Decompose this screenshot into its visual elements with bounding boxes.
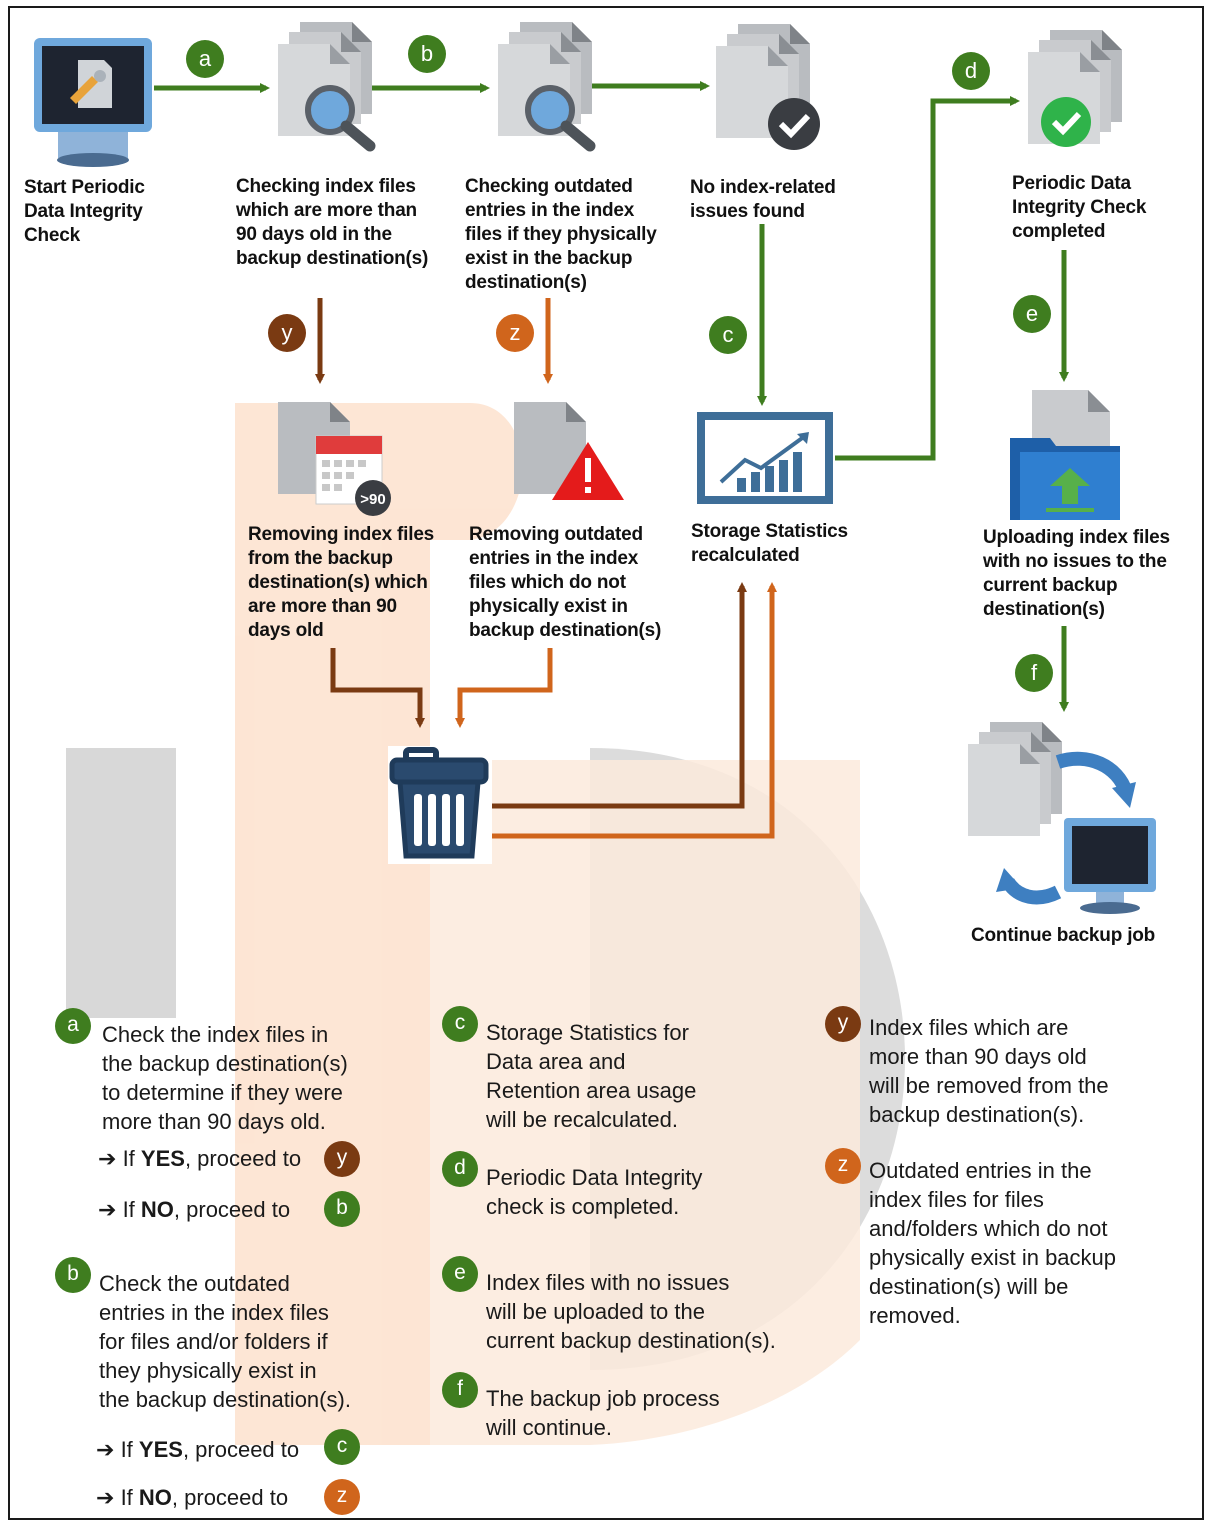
legend-badge-y: y	[825, 1006, 861, 1042]
calendar-doc-icon: >90	[278, 402, 391, 516]
step-check-90-label: Checking index files which are more than…	[236, 176, 429, 269]
legend-badge-f: f	[442, 1372, 478, 1408]
step-start-label: Start Periodic Data Integrity Check	[24, 177, 145, 246]
legend-badge-d: d	[442, 1151, 478, 1187]
legend-a-text: Check the index files in the backup dest…	[102, 1022, 348, 1134]
search-docs-icon-2	[498, 22, 596, 152]
badge-y: y	[268, 314, 306, 352]
legend-b-no: ➔ If NO, proceed to	[96, 1485, 289, 1510]
step-storage-label: Storage Statistics recalculated	[691, 521, 848, 566]
step-remove-90-label: Removing index files from the backup des…	[248, 524, 435, 641]
search-docs-icon-1	[278, 22, 376, 152]
legend-badge-b: b	[55, 1257, 91, 1293]
step-uploading-label: Uploading index files with no issues to …	[983, 527, 1170, 620]
storage-chart-icon	[697, 412, 833, 504]
arrow-right-icon: ➔	[96, 1437, 115, 1462]
arrow-right-icon: ➔	[98, 1197, 117, 1222]
legend-b-text: Check the outdated entries in the index …	[99, 1271, 351, 1412]
step-completed-label: Periodic Data Integrity Check completed	[1012, 173, 1147, 242]
legend-a-no-badge: b	[324, 1191, 360, 1227]
legend-a-yes: ➔ If YES, proceed to	[98, 1146, 302, 1171]
upload-folder-icon	[1010, 390, 1120, 520]
legend-a-yes-badge: y	[324, 1141, 360, 1177]
legend-b-yes-badge: c	[324, 1429, 360, 1465]
step-no-issues-label: No index-related issues found	[690, 177, 836, 222]
legend-a-no: ➔ If NO, proceed to	[98, 1197, 291, 1222]
arrow-right-icon: ➔	[96, 1485, 115, 1510]
orange-arrows	[455, 298, 777, 839]
legend-badge-e: e	[442, 1256, 478, 1292]
legend-badge-c: c	[442, 1006, 478, 1042]
legend-d-text: Periodic Data Integrity check is complet…	[486, 1165, 703, 1219]
legend-badge-z: z	[825, 1148, 861, 1184]
legend-badge-a: a	[55, 1008, 91, 1044]
green-arrows	[154, 81, 1069, 712]
arrow-right-icon: ➔	[98, 1146, 117, 1171]
badge-z: z	[496, 314, 534, 352]
start-monitor-icon	[34, 38, 152, 167]
brown-arrows	[315, 298, 747, 809]
badge-c: c	[709, 316, 747, 354]
badge-d: d	[952, 52, 990, 90]
badge-f: f	[1015, 654, 1053, 692]
continue-backup-icon	[968, 722, 1156, 914]
legend-z-text: Outdated entries in the index files for …	[869, 1158, 1117, 1328]
legend-y-text: Index files which are more than 90 days …	[869, 1015, 1109, 1127]
legend-b-yes: ➔ If YES, proceed to	[96, 1437, 300, 1462]
badge-a: a	[186, 40, 224, 78]
docs-completed-icon	[1028, 30, 1122, 147]
step-continue-label: Continue backup job	[971, 925, 1156, 946]
watermark	[66, 403, 905, 1445]
legend-e-text: Index files with no issues will be uploa…	[486, 1270, 776, 1353]
trash-icon	[388, 746, 492, 864]
legend-f-text: The backup job process will continue.	[486, 1386, 720, 1440]
warning-doc-icon	[514, 402, 624, 500]
legend-b-no-badge: z	[324, 1479, 360, 1515]
badge-b: b	[408, 35, 446, 73]
calendar-badge-label: >90	[360, 491, 385, 508]
badge-e: e	[1013, 295, 1051, 333]
step-check-outdated-label: Checking outdated entries in the index f…	[465, 176, 657, 293]
legend-c-text: Storage Statistics for Data area and Ret…	[486, 1020, 697, 1132]
docs-check-icon	[716, 24, 820, 150]
step-remove-outdated-label: Removing outdated entries in the index f…	[469, 524, 662, 641]
